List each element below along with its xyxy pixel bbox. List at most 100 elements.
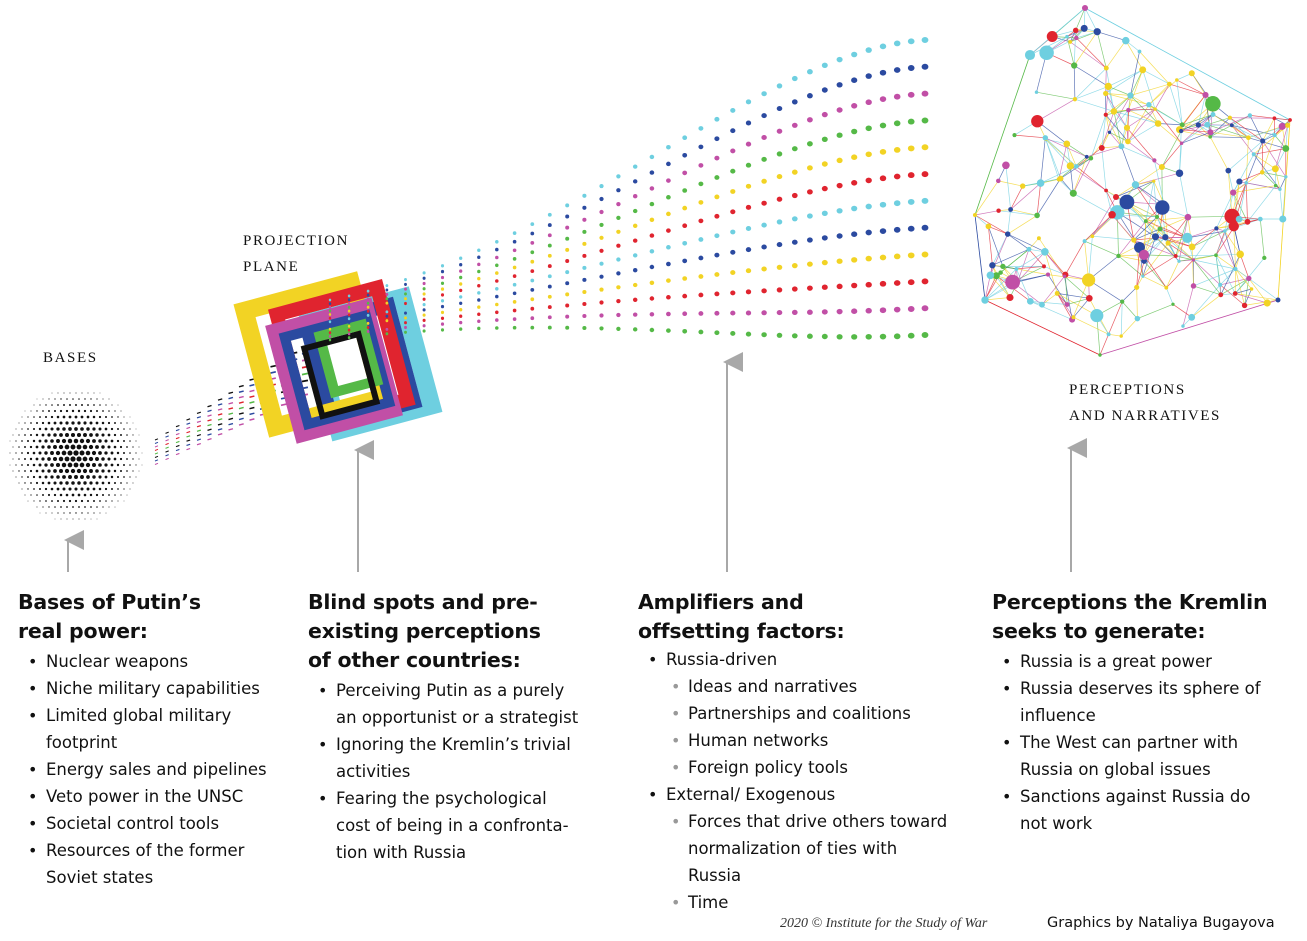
perceptions-heading: Perceptions the Kremlin seeks to generat… (992, 588, 1292, 646)
beam-dash (196, 420, 202, 423)
fan-dot (730, 107, 736, 113)
sphere-dot (63, 404, 65, 406)
network-link (1088, 279, 1123, 302)
fan-dot (806, 117, 813, 123)
sphere-dot (75, 512, 77, 514)
fan-dot (616, 298, 621, 304)
network-link (1073, 316, 1109, 335)
sphere-dot (55, 450, 61, 456)
fan-dot (761, 178, 767, 184)
sphere-dot (111, 488, 113, 490)
network-link (1017, 251, 1046, 283)
network-link (1107, 86, 1115, 112)
fan-dot (761, 156, 767, 162)
fan-dot (791, 146, 798, 152)
network-link (990, 233, 1009, 276)
fan-dot (565, 325, 570, 330)
sphere-dot (54, 506, 56, 508)
sphere-dot (90, 506, 92, 508)
network-node (1137, 49, 1142, 54)
network-link (1109, 132, 1122, 147)
fan-dot (865, 177, 872, 184)
network-node (1225, 167, 1232, 174)
sphere-dot (68, 427, 72, 431)
fan-dot (682, 241, 688, 246)
beam-dash (217, 398, 223, 401)
network-link (1096, 31, 1107, 69)
network-link (1030, 300, 1073, 320)
list-item: Ignoring the Kremlin’s trivial (308, 731, 598, 758)
sphere-dot (9, 440, 11, 442)
fan-dot (865, 125, 872, 132)
fan-dot (385, 314, 389, 318)
network-link (1231, 124, 1275, 136)
fan-dot (821, 87, 828, 93)
sphere-dot (73, 438, 79, 444)
sphere-dot (44, 439, 48, 443)
network-link (1057, 293, 1097, 316)
network-link (1090, 132, 1110, 159)
sphere-dot (120, 482, 122, 484)
sphere-dot (33, 500, 35, 502)
fan-dot (582, 205, 587, 210)
network-node (1210, 112, 1216, 117)
fan-dot (714, 155, 720, 161)
fan-dot (495, 326, 499, 330)
sphere-dot (135, 476, 137, 478)
fan-dot (512, 325, 517, 330)
fan-dot (761, 222, 767, 228)
sphere-dot (92, 427, 96, 431)
beam-dash (207, 414, 212, 417)
network-link (1017, 274, 1049, 283)
fan-dot (682, 258, 688, 264)
network-link (1235, 293, 1279, 301)
sphere-dot (111, 404, 113, 406)
sphere-dot (36, 506, 38, 508)
sphere-dot (80, 415, 84, 419)
network-link (1239, 171, 1263, 182)
sphere-dot (116, 439, 120, 443)
fan-dot (347, 336, 351, 340)
network-link (1193, 259, 1236, 270)
network-node (1071, 62, 1078, 69)
beam-dash (196, 416, 202, 419)
fan-dot (893, 306, 901, 313)
network-node (1214, 226, 1219, 231)
network-link (1105, 114, 1129, 142)
fan-dot (547, 223, 552, 228)
fan-dot (582, 193, 587, 198)
network-link (974, 214, 989, 227)
sphere-dot (24, 446, 26, 448)
network-link (1224, 230, 1241, 255)
network-link (1125, 40, 1144, 70)
network-link (1047, 274, 1068, 305)
beam-dash (217, 418, 223, 421)
sphere-dot (110, 463, 114, 467)
network-link (1074, 86, 1109, 100)
fan-dot (682, 311, 688, 316)
sphere-dot (89, 481, 93, 485)
sphere-dot (138, 434, 140, 436)
fan-dot (714, 291, 720, 297)
beam-dash (238, 406, 244, 410)
sphere-dot (38, 475, 42, 479)
fan-dot (440, 275, 445, 280)
network-node (981, 296, 989, 304)
network-link (1017, 249, 1030, 283)
sphere-dot (138, 446, 140, 448)
sphere-dot (35, 433, 39, 437)
sphere-dot (15, 476, 17, 478)
fan-dot (530, 306, 535, 311)
fan-dot (582, 265, 587, 270)
sphere-dot (44, 415, 48, 419)
network-node (1120, 299, 1125, 304)
fan-dot (865, 151, 872, 158)
sphere-dot (30, 494, 32, 496)
network-link (1108, 301, 1123, 335)
network-node (1275, 297, 1281, 303)
fan-dot (582, 313, 587, 319)
fan-dot (666, 195, 671, 200)
fan-dot (698, 274, 704, 279)
sphere-dot (44, 463, 48, 467)
network-link (1235, 288, 1252, 294)
